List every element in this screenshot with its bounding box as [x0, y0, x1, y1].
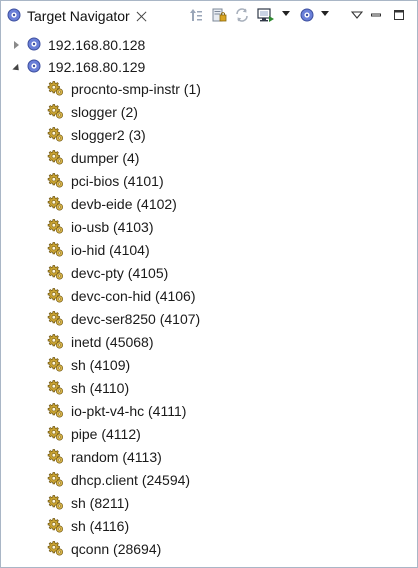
tree-target-row[interactable]: 192.168.80.128	[11, 34, 145, 56]
process-row[interactable]: sh (4110)	[47, 377, 129, 399]
collapse-icon[interactable]	[11, 62, 22, 73]
view-header: Target Navigator	[1, 1, 417, 31]
process-label: random (4113)	[71, 449, 162, 465]
gear-icon	[47, 471, 64, 490]
process-label: sh (4110)	[71, 380, 130, 396]
gear-icon	[47, 126, 64, 145]
gear-icon	[47, 402, 64, 421]
gear-icon	[47, 172, 64, 191]
view-title: Target Navigator	[27, 8, 130, 24]
gear-icon	[47, 333, 64, 352]
chevron-down-icon[interactable]	[282, 11, 290, 16]
gear-icon	[47, 494, 64, 513]
expand-icon[interactable]	[11, 40, 21, 50]
new-target-icon[interactable]	[256, 6, 276, 24]
gear-icon	[47, 264, 64, 283]
process-label: pipe (4112)	[71, 426, 141, 442]
minimize-icon[interactable]	[366, 6, 386, 24]
gear-icon	[47, 241, 64, 260]
tree-target-row[interactable]: 192.168.80.129	[11, 56, 145, 78]
process-label: procnto-smp-instr (1)	[71, 81, 201, 97]
tab-target-navigator[interactable]: Target Navigator	[1, 1, 161, 31]
process-row[interactable]: io-pkt-v4-hc (4111)	[47, 400, 186, 422]
gear-icon	[47, 195, 64, 214]
process-row[interactable]: procnto-smp-instr (1)	[47, 78, 201, 100]
target-icon	[27, 59, 41, 76]
process-label: sh (8211)	[71, 495, 130, 511]
gear-icon	[47, 80, 64, 99]
process-row[interactable]: slogger2 (3)	[47, 124, 146, 146]
process-row[interactable]: io-hid (4104)	[47, 239, 150, 261]
target-icon	[27, 37, 41, 54]
process-row[interactable]: pipe (4112)	[47, 423, 141, 445]
process-label: dumper (4)	[71, 150, 140, 166]
process-label: inetd (45068)	[71, 334, 154, 350]
process-label: devc-pty (4105)	[71, 265, 169, 281]
lock-icon[interactable]	[209, 6, 229, 24]
gear-icon	[47, 149, 64, 168]
process-label: slogger (2)	[71, 104, 138, 120]
process-label: pci-bios (4101)	[71, 173, 164, 189]
process-row[interactable]: io-usb (4103)	[47, 216, 154, 238]
process-label: devc-ser8250 (4107)	[71, 311, 201, 327]
process-row[interactable]: random (4113)	[47, 446, 162, 468]
target-label: 192.168.80.129	[48, 59, 146, 75]
process-label: devb-eide (4102)	[71, 196, 177, 212]
gear-icon	[47, 379, 64, 398]
gear-icon	[47, 425, 64, 444]
chevron-down-icon[interactable]	[321, 11, 329, 16]
process-row[interactable]: devc-ser8250 (4107)	[47, 308, 200, 330]
target-navigator-icon	[7, 8, 21, 25]
process-row[interactable]: devb-eide (4102)	[47, 193, 177, 215]
process-label: io-hid (4104)	[71, 242, 150, 258]
target-label: 192.168.80.128	[48, 37, 146, 53]
gear-icon	[47, 103, 64, 122]
process-row[interactable]: qconn (28694)	[47, 538, 161, 560]
process-row[interactable]: slogger (2)	[47, 101, 138, 123]
process-row[interactable]: sh (4116)	[47, 515, 129, 537]
gear-icon	[47, 540, 64, 559]
process-row[interactable]: inetd (45068)	[47, 331, 154, 353]
process-label: io-pkt-v4-hc (4111)	[71, 403, 187, 419]
gear-icon	[47, 517, 64, 536]
process-label: dhcp.client (24594)	[71, 472, 191, 488]
process-row[interactable]: dumper (4)	[47, 147, 139, 169]
gear-icon	[47, 218, 64, 237]
collapse-up-icon[interactable]	[186, 6, 206, 24]
gear-icon	[47, 287, 64, 306]
process-label: sh (4116)	[71, 518, 130, 534]
close-icon[interactable]	[136, 11, 147, 22]
maximize-icon[interactable]	[389, 6, 409, 24]
process-row[interactable]: sh (8211)	[47, 492, 129, 514]
sync-icon[interactable]	[232, 6, 252, 24]
gear-icon	[47, 356, 64, 375]
process-row[interactable]: sh (4109)	[47, 354, 130, 376]
target-menu-icon[interactable]	[297, 6, 317, 24]
process-row[interactable]: dhcp.client (24594)	[47, 469, 190, 491]
view-menu-icon[interactable]	[347, 6, 367, 24]
gear-icon	[47, 448, 64, 467]
process-row[interactable]: pci-bios (4101)	[47, 170, 164, 192]
process-label: sh (4109)	[71, 357, 131, 373]
view-toolbar	[161, 1, 417, 31]
gear-icon	[47, 310, 64, 329]
process-row[interactable]: devc-con-hid (4106)	[47, 285, 196, 307]
process-label: qconn (28694)	[71, 541, 162, 557]
process-label: io-usb (4103)	[71, 219, 154, 235]
process-row[interactable]: devc-pty (4105)	[47, 262, 168, 284]
process-label: devc-con-hid (4106)	[71, 288, 196, 304]
process-label: slogger2 (3)	[71, 127, 146, 143]
